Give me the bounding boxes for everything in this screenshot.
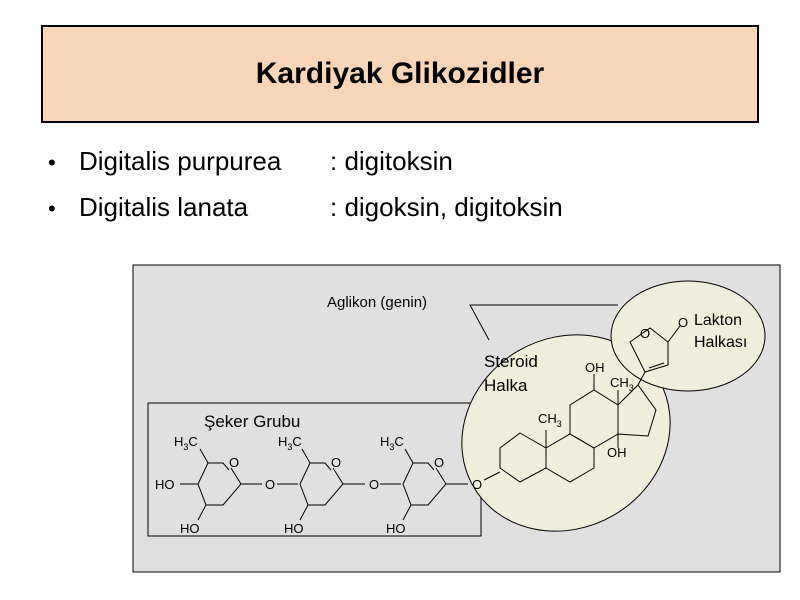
bullet-dot-icon: • [48, 196, 56, 221]
ring-oxygen-label: O [331, 455, 341, 470]
hydroxyl-label: HO [155, 477, 175, 492]
sugar-unit [299, 448, 401, 521]
steroid-skeleton [499, 325, 681, 483]
lactone-ring-ellipse [610, 280, 766, 392]
methyl-label: H3C [278, 434, 302, 452]
steroid-label-line2: Halka [484, 376, 528, 395]
sugar-unit [402, 448, 501, 521]
ring-oxygen-label: O [434, 455, 444, 470]
lactone-label-line1: Lakton [694, 312, 742, 329]
hydroxyl-label: HO [284, 521, 304, 536]
hydroxyl-label: HO [386, 521, 406, 536]
hydroxyl-label: HO [180, 521, 200, 536]
plant-name: Digitalis lanata [79, 192, 249, 222]
sugar-unit [180, 448, 298, 521]
glycosidic-oxygen-label: O [369, 477, 379, 492]
carbonyl-oxygen-label: O [678, 315, 688, 330]
glycoside-names: : digitoksin [330, 146, 453, 176]
methyl-label: H3C [174, 434, 198, 452]
ring-oxygen-label: O [229, 455, 239, 470]
slide-title: Kardiyak Glikozidler [255, 57, 545, 90]
methyl-label: H3C [380, 434, 404, 452]
lactone-label-line2: Halkası [694, 334, 747, 351]
hydroxyl-label: OH [585, 360, 605, 375]
glycoside-names: : digoksin, digitoksin [330, 192, 563, 222]
aglikon-label: Aglikon (genin) [327, 294, 427, 311]
sugar-group-label: Şeker Grubu [204, 412, 300, 431]
methyl-label: CH3 [538, 411, 562, 429]
plant-name: Digitalis purpurea [79, 146, 282, 176]
lactone-oxygen-label: O [640, 326, 650, 341]
aglikon-pointer-line [469, 304, 618, 341]
glycosidic-oxygen-label: O [472, 477, 482, 492]
bullet-dot-icon: • [48, 150, 56, 175]
title-box: Kardiyak Glikozidler [41, 25, 759, 123]
hydroxyl-label: OH [607, 445, 627, 460]
methyl-label: CH3 [610, 375, 634, 393]
steroid-label-line1: Steroid [484, 352, 538, 371]
glycosidic-oxygen-label: O [265, 477, 275, 492]
